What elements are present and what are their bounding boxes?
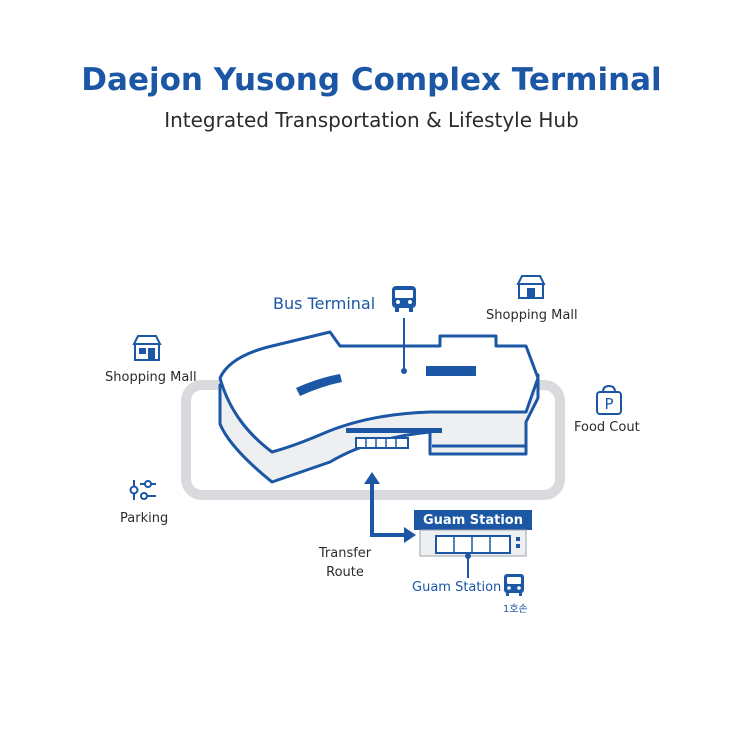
sliders-icon (129, 480, 156, 500)
transfer-route-label-line2: Route (326, 565, 364, 580)
food-court-label: Food Cout (574, 420, 640, 435)
bus-icon (392, 286, 416, 312)
building-roof-edge (225, 393, 273, 453)
transfer-arrow-up (364, 472, 380, 484)
line-badge-label: 1호손 (503, 604, 528, 615)
shopping-mall-left-label: Shopping Mall (105, 370, 197, 385)
guam-station-sign: Guam Station (423, 512, 523, 528)
guam-station-windows (435, 535, 511, 554)
bus-icon-station (504, 574, 524, 596)
svg-text:P: P (604, 395, 613, 413)
roof-skylight-rect (426, 366, 476, 376)
entrance-windows (355, 437, 409, 449)
page-title: Daejon Yusong Complex Terminal (81, 62, 662, 98)
guam-station-label: Guam Station (412, 580, 502, 595)
transfer-arrow-right (404, 527, 416, 543)
storefront-icon-right (516, 275, 546, 299)
parking-label: Parking (120, 511, 169, 526)
page-subtitle: Integrated Transportation & Lifestyle Hu… (164, 108, 579, 132)
facade-band (346, 428, 442, 433)
transfer-route-line (370, 480, 406, 537)
storefront-icon-left (132, 335, 162, 361)
roof-skylight-curved (296, 374, 342, 396)
transfer-route-label-line1: Transfer (318, 546, 372, 561)
parking-icon: P (596, 384, 622, 415)
guam-station-sign-bg (414, 510, 532, 530)
bus-terminal-pin-dot (401, 368, 407, 374)
bus-terminal-label: Bus Terminal (273, 294, 376, 313)
shopping-mall-right-label: Shopping Mall (486, 308, 578, 323)
